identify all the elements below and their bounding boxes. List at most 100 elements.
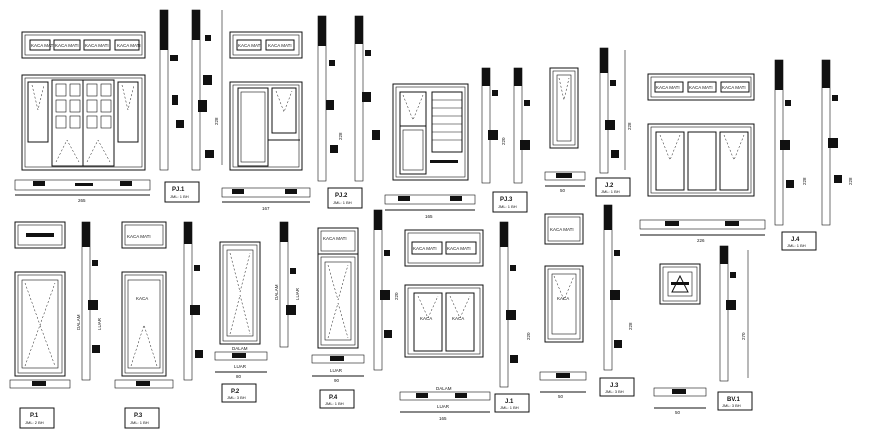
j1-kaca-label-1: KACA — [420, 316, 432, 321]
p4-height-dim: 220 — [394, 292, 399, 300]
pj1-width-dim: 265 — [78, 198, 86, 203]
j4-height-dim-2: 228 — [848, 177, 853, 185]
j4-transom: KACA MATI KACA MATI KACA MATI — [647, 73, 755, 101]
j1-luar-label: LUAR — [437, 404, 450, 409]
p4-code: P.4 — [329, 395, 338, 401]
pj3-tag: PJ.3 JML: 1 BH — [492, 191, 528, 213]
j4-width-dim: 226 — [697, 238, 705, 243]
j1-height-dim: 220 — [526, 332, 531, 340]
pj3-plan: 165 — [384, 194, 476, 219]
j2-tag: J.2 JML: 1 BH — [595, 177, 631, 197]
j4-plan: 226 — [639, 219, 766, 243]
j1-elevation: KACA KACA — [404, 284, 484, 358]
pj1-code: PJ.1 — [172, 187, 185, 193]
pj1-transom: KACA MATI KACA MATI KACA MATI KACA MATI — [21, 31, 146, 59]
p2-dalam-label: DALAM — [232, 346, 248, 351]
p2-width-dim: 80 — [236, 374, 242, 379]
p1-qty: JML: 2 BH — [25, 420, 44, 425]
p1-transom — [14, 221, 66, 249]
p2-code: P.2 — [231, 389, 240, 395]
pj3-qty: JML: 1 BH — [498, 204, 517, 209]
j4-transom-label-3: KACA MATI — [722, 85, 746, 90]
j1-tag: J.1 JML: 1 BH — [494, 393, 530, 413]
pj2-width-dim: 167 — [262, 206, 270, 211]
j1-width-dim: 165 — [439, 416, 447, 421]
j4-tag: J.4 JML: 1 BH — [781, 231, 817, 251]
j4-transom-label-1: KACA MATI — [656, 85, 680, 90]
j3-code: J.3 — [610, 383, 619, 389]
pj3-section: 220 — [481, 67, 530, 184]
j3-tag: J.3 JML: 3 BH — [599, 377, 635, 397]
pj3-elevation — [392, 83, 469, 181]
p3-code: P.3 — [134, 413, 143, 419]
j4-code: J.4 — [791, 237, 800, 243]
j1-plan: DALAM LUAR 165 — [399, 386, 491, 421]
pj1-plan: 265 — [14, 179, 151, 203]
j1-transom-label-1: KACA MATI — [413, 246, 437, 251]
j3-qty: JML: 3 BH — [605, 389, 624, 394]
p4-plan: LUAR 90 — [311, 354, 365, 383]
pj3-width-dim: 165 — [425, 214, 433, 219]
p4-tag: P.4 JML: 1 BH — [319, 389, 355, 409]
p3-elevation: KACA — [121, 271, 167, 377]
pj2-plan: 167 — [221, 187, 311, 211]
p4-transom-label: KACA MATI — [323, 236, 347, 241]
bv1-section: 270 — [719, 245, 749, 382]
j4-section: 228 228 — [774, 59, 853, 226]
pj2-height-dim: 228 — [338, 132, 343, 140]
j4-elevation — [647, 123, 755, 197]
j4-height-dim: 228 — [802, 177, 807, 185]
j2-width-dim: 50 — [560, 188, 566, 193]
j2-elevation — [549, 67, 579, 149]
bv1-width-dim: 50 — [675, 410, 681, 415]
bv1-plan: 50 — [653, 387, 707, 415]
pj1-transom-label-4: KACA MATI — [117, 43, 141, 48]
p2-tag: P.2 JML: 3 BH — [221, 383, 257, 403]
j1-section: 220 — [499, 221, 531, 388]
bv1-height-dim: 270 — [741, 332, 746, 340]
j1-code: J.1 — [505, 399, 514, 405]
j1-transom-label-2: KACA MATI — [447, 246, 471, 251]
pj1-elevation — [21, 74, 146, 171]
p2-section: DALAM LUAR — [274, 221, 300, 348]
p1-section: DALAM LUAR — [76, 221, 102, 381]
pj1-tag: PJ.1 JML: 1 BH — [164, 181, 200, 203]
pj1-transom-label-1: KACA MATI — [31, 43, 55, 48]
p2-plan: DALAM LUAR 80 — [214, 346, 268, 379]
p2-section-dalam: DALAM — [274, 284, 279, 300]
p1-dalam-label: DALAM — [76, 314, 81, 330]
p3-transom: KACA MATI — [121, 221, 167, 249]
bv1-elevation — [659, 263, 701, 305]
pj1-transom-label-2: KACA MATI — [55, 43, 79, 48]
p2-qty: JML: 3 BH — [227, 395, 246, 400]
j2-qty: JML: 1 BH — [601, 189, 620, 194]
p1-elevation — [14, 271, 66, 377]
j1-kaca-label-2: KACA — [452, 316, 464, 321]
j1-qty: JML: 1 BH — [500, 405, 519, 410]
bv1-code: BV.1 — [727, 397, 740, 403]
j1-dalam-label: DALAM — [436, 386, 452, 391]
p3-transom-label: KACA MATI — [127, 234, 151, 239]
pj1-qty: JML: 1 BH — [170, 194, 189, 199]
j3-transom: KACA MATI — [544, 213, 584, 245]
j2-section: 228 — [599, 47, 632, 174]
p3-section — [183, 221, 203, 381]
p4-transom: KACA MATI — [317, 227, 359, 255]
p1-tag: P.1 JML: 2 BH — [19, 407, 55, 429]
j4-qty: JML: 1 BH — [787, 243, 806, 248]
p3-tag: P.3 JML: 1 BH — [124, 407, 160, 429]
p4-elevation — [317, 253, 359, 349]
j3-width-dim: 50 — [558, 394, 564, 399]
p1-luar-label: LUAR — [97, 317, 102, 330]
p1-code: P.1 — [30, 413, 39, 419]
p4-section: 220 — [373, 209, 399, 371]
p2-luar-label: LUAR — [234, 364, 247, 369]
p4-width-dim: 90 — [334, 378, 340, 383]
j3-height-dim: 228 — [628, 322, 633, 330]
pj2-transom: KACA MATI KACA MATI — [229, 31, 303, 59]
pj2-elevation — [229, 81, 303, 171]
pj1-height-dim: 228 — [214, 117, 219, 125]
pj1-section: 228 — [159, 9, 223, 171]
